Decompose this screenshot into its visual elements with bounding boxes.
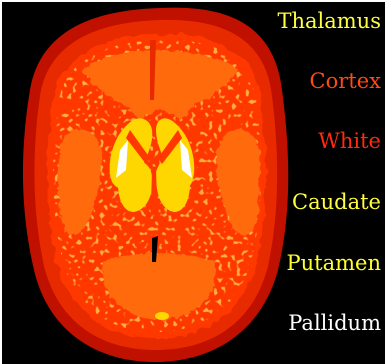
left-border	[0, 0, 2, 364]
posterior-spot	[155, 312, 169, 320]
legend-label-cortex: Cortex	[310, 71, 381, 92]
legend-label-caudate: Caudate	[292, 192, 381, 213]
legend-label-thalamus: Thalamus	[277, 11, 381, 32]
legend-label-white: White	[318, 131, 381, 152]
legend: Thalamus Cortex White Caudate Putamen Pa…	[241, 0, 381, 364]
legend-label-putamen: Putamen	[287, 253, 381, 274]
third-ventricle	[151, 168, 157, 208]
legend-label-pallidum: Pallidum	[288, 313, 381, 334]
